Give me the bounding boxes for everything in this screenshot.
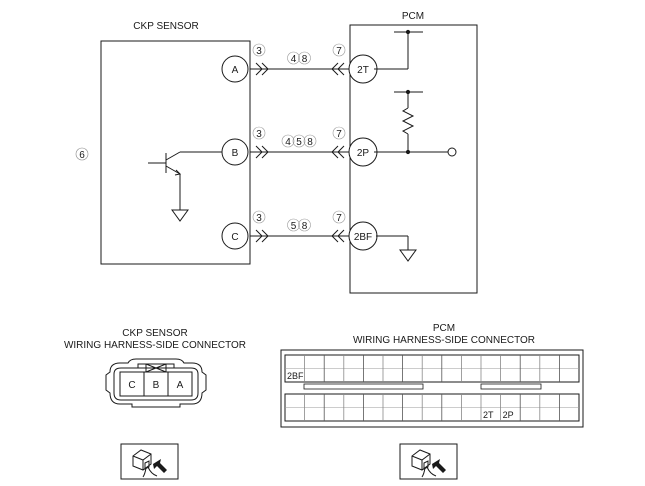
- ckp-terminal-C: C: [128, 380, 135, 391]
- pcm-harness-view-icon: [399, 443, 458, 480]
- pcm-title: PCM: [402, 11, 424, 22]
- pcm-connector-upper-row: [284, 354, 580, 383]
- output-terminal-icon: [447, 147, 457, 157]
- connector-chevron-icon: [331, 62, 345, 76]
- callout-right: 7: [332, 126, 346, 140]
- callout-6: 6: [75, 147, 89, 161]
- callout-right: 7: [332, 210, 346, 224]
- svg-text:3: 3: [256, 213, 262, 224]
- ckp-connector-face: [105, 358, 207, 408]
- svg-text:8: 8: [302, 221, 308, 232]
- pcm-internal-2BF: [376, 235, 417, 262]
- connector-chevron-icon: [255, 229, 269, 243]
- callout-left: 3: [252, 210, 266, 224]
- svg-text:7: 7: [336, 46, 342, 57]
- callout-mid: 8: [303, 134, 317, 148]
- sensor-pin-circle: [221, 138, 249, 166]
- pcm-connector-frame: [280, 349, 584, 428]
- sensor-pin-circle: [221, 55, 249, 83]
- svg-text:7: 7: [336, 213, 342, 224]
- pcm-key-slot: [303, 383, 424, 390]
- svg-text:7: 7: [336, 129, 342, 140]
- callout-left: 3: [252, 126, 266, 140]
- sensor-pin-circle: [221, 222, 249, 250]
- svg-text:3: 3: [256, 129, 262, 140]
- svg-text:5: 5: [296, 137, 302, 148]
- pcm-connector-title-2: WIRING HARNESS-SIDE CONNECTOR: [353, 335, 535, 346]
- pcm-pin-label: 2BF: [354, 232, 372, 243]
- svg-text:3: 3: [256, 46, 262, 57]
- callout-mid: 8: [298, 218, 311, 232]
- svg-text:8: 8: [307, 137, 313, 148]
- pcm-terminal-2T: 2T: [483, 410, 494, 420]
- connector-chevron-icon: [331, 145, 345, 159]
- resistor-icon: [401, 107, 415, 135]
- connector-chevron-icon: [255, 145, 269, 159]
- ckp-terminal-B: B: [153, 380, 160, 391]
- pcm-terminal-2P: 2P: [503, 410, 514, 420]
- pcm-pin-label: 2T: [357, 65, 369, 76]
- callout-mid: 5: [292, 134, 306, 148]
- svg-text:4: 4: [291, 54, 297, 65]
- connector-chevron-icon: [331, 229, 345, 243]
- ckp-sensor-title: CKP SENSOR: [133, 21, 198, 32]
- svg-text:6: 6: [79, 150, 85, 161]
- ckp-terminal-A: A: [177, 380, 184, 391]
- callout-mid: 4: [287, 51, 300, 65]
- ckp-connector-title-2: WIRING HARNESS-SIDE CONNECTOR: [64, 340, 246, 351]
- pcm-pin-label: 2P: [357, 148, 370, 159]
- callout-left: 3: [252, 43, 266, 57]
- sensor-pin-label: A: [232, 65, 239, 76]
- callout-mid: 5: [287, 218, 300, 232]
- ground-icon: [171, 209, 189, 222]
- pcm-internal-2T: [374, 29, 423, 70]
- transistor-icon: [148, 151, 222, 210]
- pcm-box: [349, 24, 478, 294]
- sensor-pin-label: C: [231, 232, 238, 243]
- pcm-connector-lower-row: [284, 393, 580, 422]
- ckp-connector-title-1: CKP SENSOR: [122, 328, 187, 339]
- pcm-connector-title-1: PCM: [433, 323, 455, 334]
- connector-chevron-icon: [255, 62, 269, 76]
- pcm-terminal-2BF: 2BF: [287, 371, 304, 381]
- callout-mid: 8: [298, 51, 311, 65]
- svg-text:4: 4: [285, 137, 291, 148]
- ckp-harness-view-icon: [120, 443, 179, 480]
- svg-text:5: 5: [291, 221, 297, 232]
- callout-right: 7: [332, 43, 346, 57]
- callout-mid: 4: [281, 134, 295, 148]
- svg-text:8: 8: [302, 54, 308, 65]
- ground-icon: [399, 249, 417, 262]
- sensor-pin-label: B: [232, 148, 239, 159]
- pcm-internal-2P: [374, 89, 457, 157]
- pcm-key-slot: [480, 383, 542, 390]
- latch-icon: [145, 363, 167, 373]
